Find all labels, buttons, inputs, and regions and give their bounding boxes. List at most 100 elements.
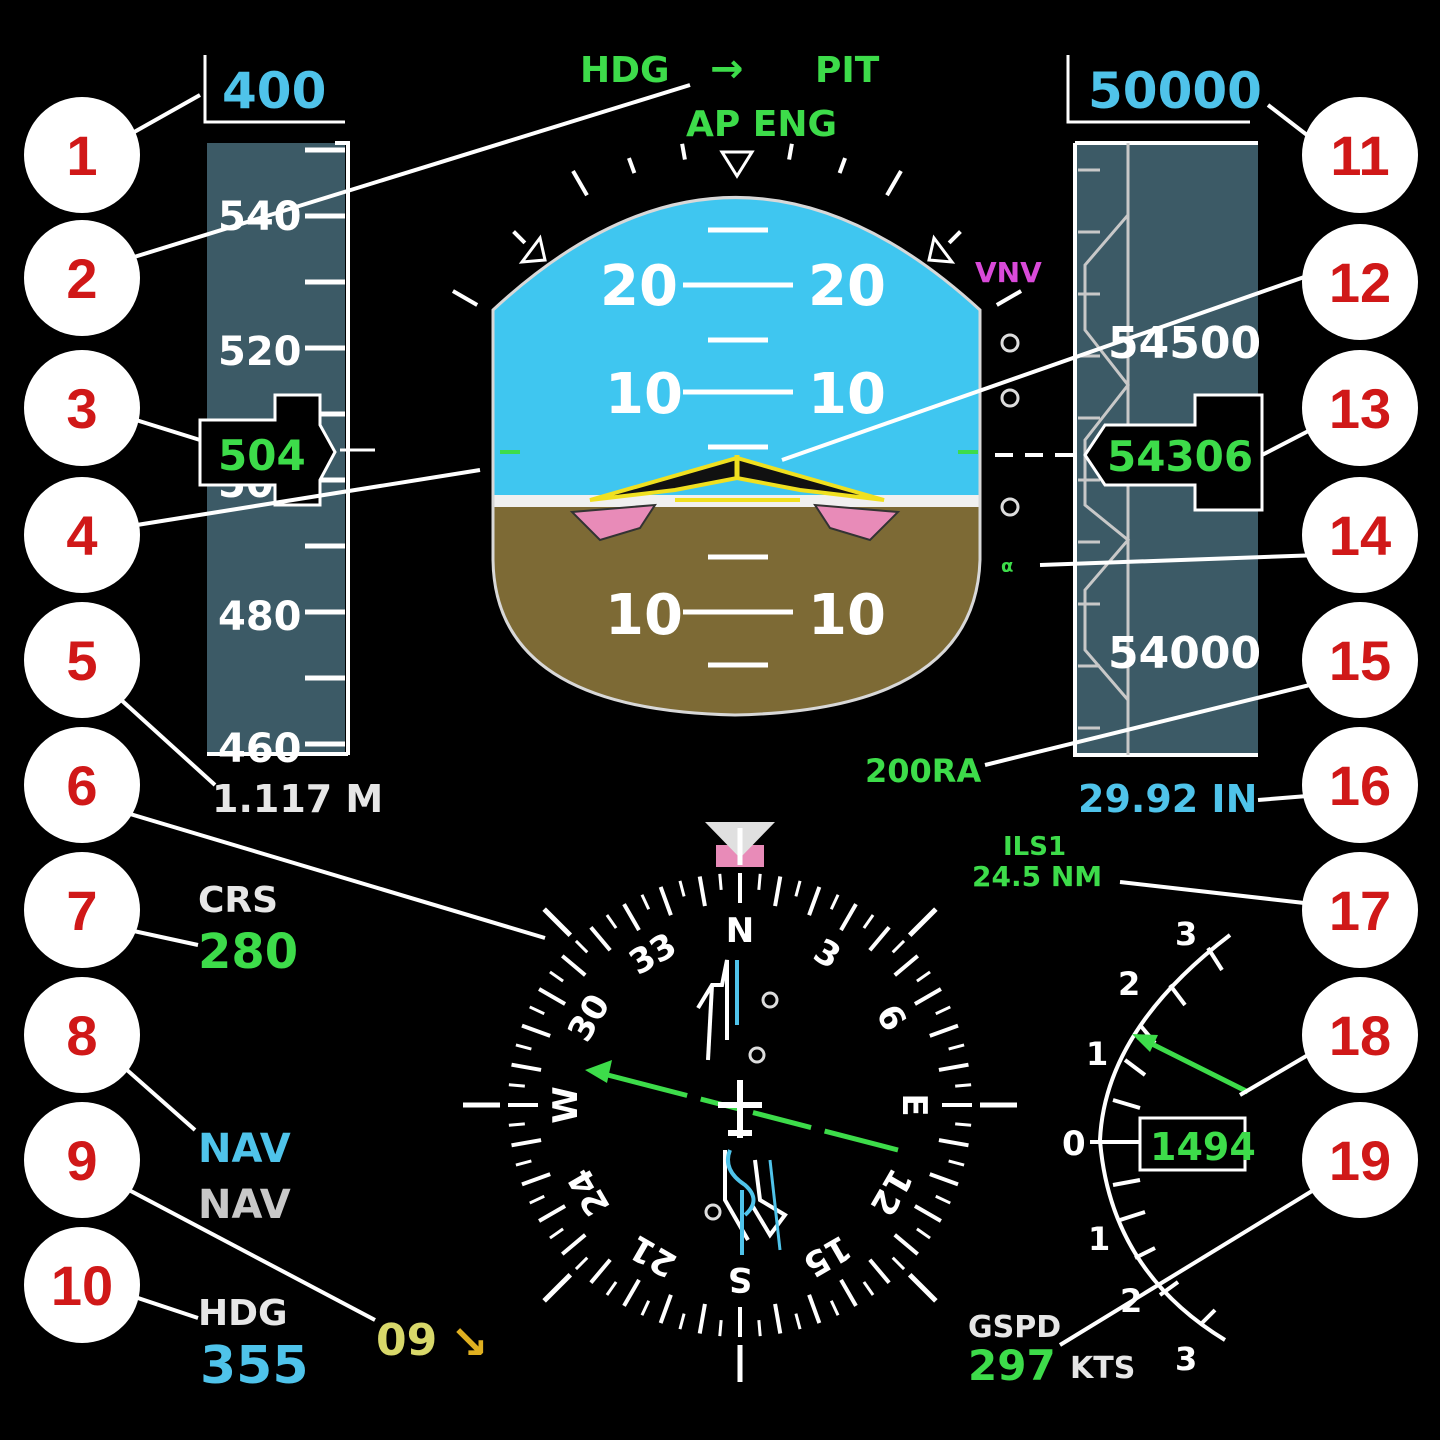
callout-number: 12 xyxy=(1329,251,1391,314)
vsi-label-down-1: 1 xyxy=(1088,1220,1110,1258)
attitude-indicator: 20 20 10 10 10 10 α xyxy=(451,143,1075,717)
roll-pointer xyxy=(719,150,755,179)
glideslope-marker: α xyxy=(1001,556,1013,577)
callout-5: 5 xyxy=(24,602,140,718)
callout-15: 15 xyxy=(1302,602,1418,718)
callout-9: 9 xyxy=(24,1102,140,1218)
callout-2: 2 xyxy=(24,220,140,336)
speed-label-460: 460 xyxy=(218,726,302,772)
selected-speed: 400 xyxy=(222,62,326,120)
altitude-readout-box xyxy=(1083,393,1264,512)
callout-8: 8 xyxy=(24,977,140,1093)
vnav-indicator: VNV xyxy=(975,256,1042,289)
vsi-label-up-3: 3 xyxy=(1175,915,1197,953)
aircraft-symbol-right-wing xyxy=(813,503,901,542)
callout-1: 1 xyxy=(24,97,140,213)
speed-tape: 400 540 520 500 480 460 504 1.117 M xyxy=(198,55,383,821)
lateral-mode: HDG xyxy=(580,50,670,91)
compass-label: W xyxy=(546,1086,586,1124)
callout-number: 17 xyxy=(1329,879,1391,942)
pitch-label-neg10-right: 10 xyxy=(808,583,886,648)
autopilot-status: AP ENG xyxy=(686,104,837,145)
compass-label: S xyxy=(728,1259,753,1299)
callout-11: 11 xyxy=(1302,97,1418,213)
ownship-aircraft-icon xyxy=(718,1080,762,1138)
baro-setting: 29.92 IN xyxy=(1078,777,1257,821)
nav-source-2: NAV xyxy=(198,1182,291,1228)
vsi-readout-box xyxy=(1138,1116,1247,1172)
vertical-speed-indicator: 3 2 1 0 1 2 3 1494 xyxy=(1062,915,1256,1378)
callout-17: 17 xyxy=(1302,852,1418,968)
gspd-value: 297 xyxy=(968,1341,1056,1390)
right-nav-panel: ILS1 24.5 NM GSPD 297 KTS xyxy=(968,832,1135,1390)
callout-6: 6 xyxy=(24,727,140,843)
mode-arrow: → xyxy=(710,46,744,92)
compass-label: E xyxy=(894,1093,934,1116)
callout-19: 19 xyxy=(1302,1102,1418,1218)
callout-number: 15 xyxy=(1329,629,1391,692)
callout-14: 14 xyxy=(1302,477,1418,593)
callout-number: 1 xyxy=(66,124,97,187)
callout-number: 9 xyxy=(66,1129,97,1192)
callout-number: 7 xyxy=(66,879,97,942)
callout-number: 19 xyxy=(1329,1129,1391,1192)
pitch-label-20-right: 20 xyxy=(808,254,886,319)
hdg-value: 355 xyxy=(200,1336,309,1396)
mode-annunciator: HDG → PIT AP ENG VNV xyxy=(580,46,1042,289)
hdg-label: HDG xyxy=(198,1293,288,1334)
current-speed: 504 xyxy=(218,431,306,480)
pitch-label-20-left: 20 xyxy=(600,254,678,319)
crs-label: CRS xyxy=(198,880,278,921)
left-nav-panel: CRS 280 NAV NAV HDG 355 09 ↘ xyxy=(198,880,489,1396)
callout-number: 13 xyxy=(1329,377,1391,440)
pitch-label-10-left: 10 xyxy=(605,362,683,427)
course-arrow-icon xyxy=(585,1060,612,1083)
vertical-speed-value: 1494 xyxy=(1150,1125,1256,1169)
current-altitude: 54306 xyxy=(1107,432,1253,481)
vsi-label-zero: 0 xyxy=(1062,1124,1086,1164)
compass-label: N xyxy=(726,911,754,951)
bearing-pointer-1 xyxy=(696,959,729,1040)
altitude-label-54000: 54000 xyxy=(1108,628,1261,679)
gspd-label: GSPD xyxy=(968,1310,1061,1345)
gspd-unit: KTS xyxy=(1070,1351,1135,1386)
callout-number: 6 xyxy=(66,754,97,817)
vsi-label-up-1: 1 xyxy=(1086,1035,1108,1073)
speed-label-480: 480 xyxy=(218,594,302,640)
callout-number: 3 xyxy=(66,377,97,440)
aircraft-symbol-left-wing xyxy=(569,503,657,542)
vertical-mode: PIT xyxy=(815,50,880,91)
selected-altitude: 50000 xyxy=(1088,62,1262,120)
dme-distance: 24.5 NM xyxy=(972,860,1102,893)
altitude-tape: 50000 54500 54000 54306 200RA 29.92 IN xyxy=(865,55,1264,821)
vsi-label-down-3: 3 xyxy=(1175,1340,1197,1378)
callout-number: 8 xyxy=(66,1004,97,1067)
pitch-label-10-right: 10 xyxy=(808,362,886,427)
callout-12: 12 xyxy=(1302,224,1418,340)
callout-number: 18 xyxy=(1329,1004,1391,1067)
callout-number: 5 xyxy=(66,629,97,692)
callout-3: 3 xyxy=(24,350,140,466)
crs-value: 280 xyxy=(198,924,298,980)
callout-18: 18 xyxy=(1302,977,1418,1093)
pitch-label-neg10-left: 10 xyxy=(605,583,683,648)
callout-number: 4 xyxy=(66,504,97,567)
wind-arrow-icon: ↘ xyxy=(450,1315,489,1369)
speed-readout-box xyxy=(198,393,337,507)
callout-number: 16 xyxy=(1329,754,1391,817)
callout-16: 16 xyxy=(1302,727,1418,843)
callout-number: 11 xyxy=(1330,124,1389,187)
callout-13: 13 xyxy=(1302,350,1418,466)
callout-10: 10 xyxy=(24,1227,140,1343)
nav-source-1: NAV xyxy=(198,1126,291,1172)
ils-source: ILS1 xyxy=(1003,832,1066,862)
altitude-label-54500: 54500 xyxy=(1108,318,1261,369)
callout-number: 14 xyxy=(1329,504,1391,567)
vsi-needle xyxy=(1136,1034,1250,1095)
speed-label-520: 520 xyxy=(218,329,302,375)
wind-value: 09 xyxy=(376,1315,437,1366)
callout-number: 2 xyxy=(66,247,97,310)
callout-4: 4 xyxy=(24,477,140,593)
